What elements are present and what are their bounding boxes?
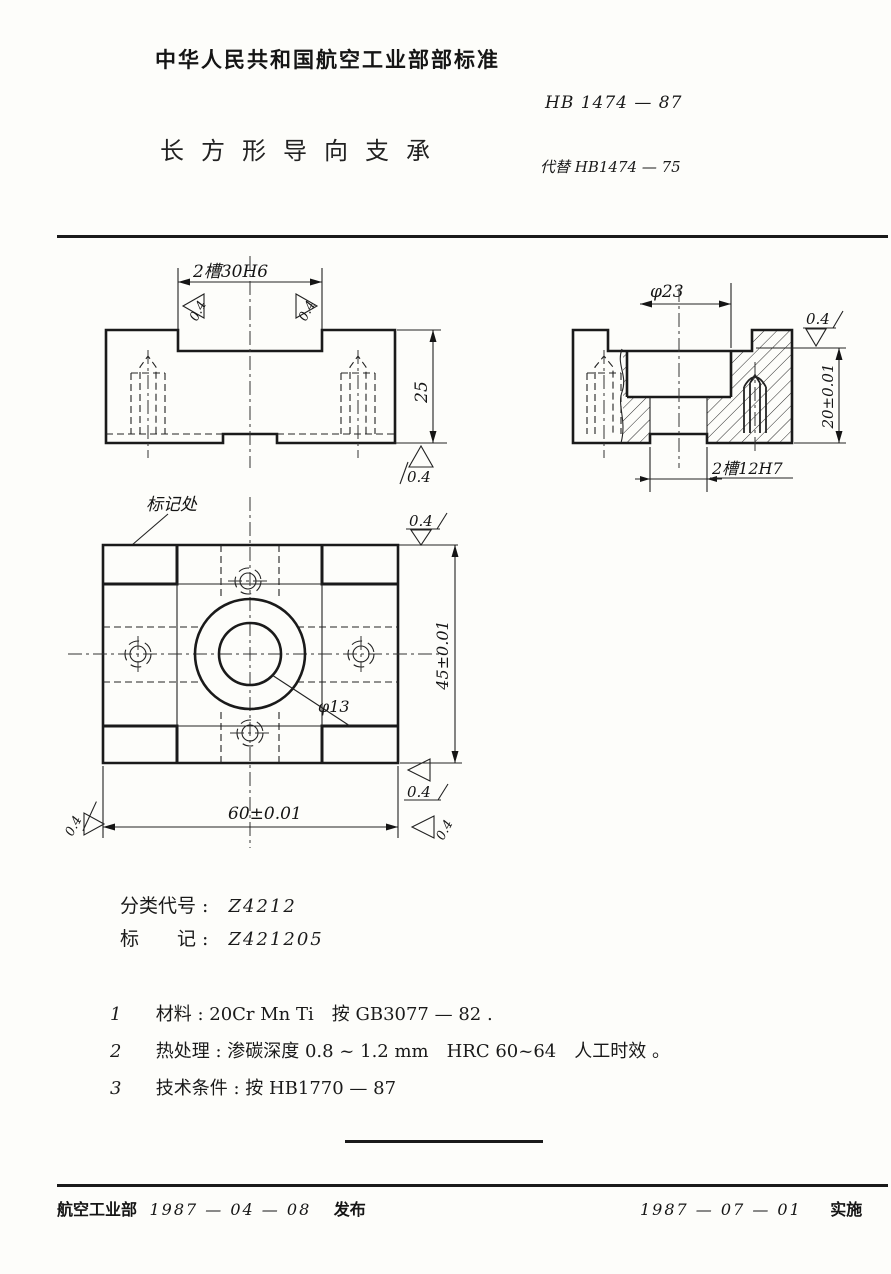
plan-width-dim-label: 60±0.01 (228, 804, 302, 824)
roughness-value: 0.4 (296, 299, 319, 324)
plan-roughness-bottom-left: 0.4 (63, 801, 106, 839)
mark-code-row: 标 记 : Z421205 (120, 924, 324, 951)
front-height-dim-label: 25 (412, 381, 432, 404)
plan-mark-label: 标记处 (146, 495, 198, 515)
plan-hidden-slot-lines (103, 545, 398, 763)
plan-height-dim-label: 45±0.01 (433, 620, 452, 690)
standard-authority-heading: 中华人民共和国航空工业部部标准 (155, 49, 500, 72)
footer-issue-date: 1987 — 04 — 08 (149, 1200, 312, 1219)
footer-impl-date: 1987 — 07 — 01 (640, 1200, 802, 1219)
class-code-value: Z4212 (228, 896, 297, 917)
plan-screw-hole-top (228, 567, 268, 595)
section-roughness-top: 0.4 (803, 310, 844, 348)
section-end-divider (345, 1140, 543, 1143)
roughness-value: 0.4 (407, 468, 431, 486)
note-text: 技术条件 : 按 HB1770 — 87 (155, 1078, 397, 1099)
note-line-2: 2 热处理 : 渗碳深度 0.8 ~ 1.2 mm HRC 60~64 人工时效… (110, 1037, 670, 1063)
section-depth-dim-label: 20±0.01 (819, 363, 837, 429)
front-height-dimension: 25 (397, 329, 441, 444)
roughness-value: 0.4 (63, 814, 86, 839)
section-slot-dimension: 2槽12H7 (635, 447, 793, 492)
section-hidden-screw-hole-left (586, 350, 622, 458)
plan-screw-hole-bottom (230, 719, 270, 747)
plan-view-drawing: 标记处 0.4 φ13 (63, 495, 462, 848)
section-screw-right (743, 362, 767, 452)
front-roughness-left: 0.4 (181, 293, 210, 324)
note-number: 2 (110, 1041, 122, 1062)
section-slot-dim-label: 2槽12H7 (711, 459, 783, 478)
plan-hole-dim-label: φ13 (318, 697, 350, 716)
plan-outline (101, 543, 400, 765)
roughness-value: 0.4 (407, 783, 431, 801)
plan-centerlines (68, 497, 440, 848)
plan-mark-callout: 标记处 (131, 495, 198, 546)
footer-issue: 航空工业部 1987 — 04 — 08 发布 (57, 1196, 366, 1220)
header-divider (57, 235, 888, 238)
footer-issue-label: 发布 (333, 1202, 366, 1219)
note-line-3: 3 技术条件 : 按 HB1770 — 87 (110, 1074, 396, 1100)
class-code-row: 分类代号 : Z4212 (120, 891, 297, 918)
plan-roughness-bottom-right-lower: 0.4 (410, 815, 457, 843)
front-hidden-screw-hole-right (340, 350, 376, 458)
front-roughness-right: 0.4 (295, 293, 319, 324)
plan-height-dimension: 45±0.01 (400, 545, 462, 764)
front-view-drawing: 2槽30H6 0.4 0.4 25 (104, 256, 447, 486)
note-number: 3 (110, 1078, 122, 1099)
note-line-1: 1 材料 : 20Cr Mn Ti 按 GB3077 — 82 . (110, 1000, 493, 1026)
page-title: 长方形导向支承 (160, 137, 447, 165)
class-code-label: 分类代号 : (120, 895, 209, 917)
roughness-value: 0.4 (806, 310, 830, 328)
plan-screw-hole-left (124, 636, 152, 672)
footer-divider (57, 1184, 888, 1187)
front-hidden-screw-hole-left (130, 350, 166, 458)
roughness-value: 0.4 (409, 512, 433, 530)
standard-number: HB 1474 — 87 (545, 93, 683, 113)
plan-roughness-top: 0.4 (398, 512, 458, 546)
section-view-drawing: φ23 0.4 20±0.01 (571, 282, 846, 492)
footer-org: 航空工业部 (57, 1202, 138, 1219)
roughness-value: 0.4 (434, 818, 457, 843)
plan-width-dimension: 60±0.01 (102, 766, 399, 838)
section-bore-dimension: φ23 (640, 282, 732, 348)
note-text: 材料 : 20Cr Mn Ti 按 GB3077 — 82 . (155, 1004, 493, 1025)
footer-impl-label: 实施 (830, 1202, 863, 1219)
footer-implementation: 1987 — 07 — 01 实施 (640, 1196, 862, 1220)
plan-center-bore: φ13 (193, 597, 351, 727)
section-bore-dim-label: φ23 (650, 282, 684, 302)
section-depth-dimension: 20±0.01 (756, 347, 846, 444)
front-roughness-bottom: 0.4 (395, 442, 447, 486)
note-text: 热处理 : 渗碳深度 0.8 ~ 1.2 mm HRC 60~64 人工时效 。 (155, 1041, 670, 1062)
note-number: 1 (110, 1004, 122, 1025)
plan-roughness-bottom-right-upper: 0.4 (404, 758, 449, 801)
plan-screw-hole-right (347, 636, 375, 672)
front-slot-dim-label: 2槽30H6 (192, 262, 268, 282)
mark-code-value: Z421205 (228, 929, 324, 950)
mark-code-label: 标 记 : (120, 928, 209, 950)
replaces-note: 代替 HB1474 — 75 (540, 158, 681, 176)
